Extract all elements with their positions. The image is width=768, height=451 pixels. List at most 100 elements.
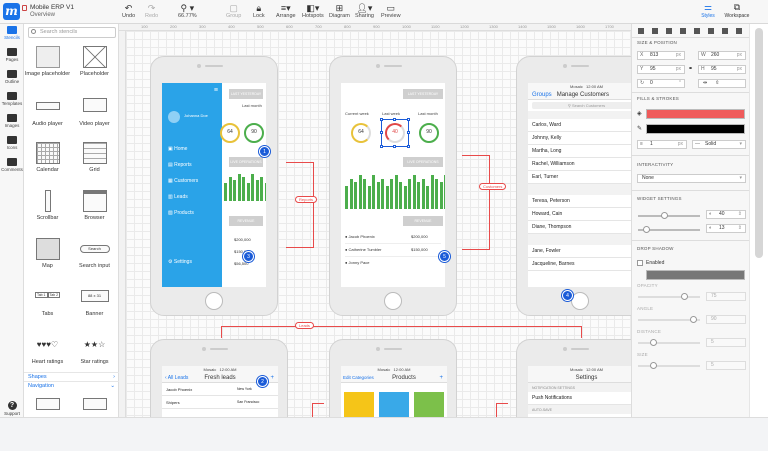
- align-right-icon[interactable]: [666, 28, 672, 34]
- widget-slider-2[interactable]: [638, 226, 700, 233]
- size-field[interactable]: 5: [706, 361, 746, 370]
- connector-settings[interactable]: [496, 403, 508, 417]
- styles-button[interactable]: ⚌Styles: [696, 2, 720, 22]
- align-left-icon[interactable]: [638, 28, 644, 34]
- hotspot-badge[interactable]: 2: [257, 376, 268, 387]
- angle-slider[interactable]: [638, 316, 700, 323]
- live-operations-button[interactable]: LIVE OPERATIONS: [229, 157, 263, 167]
- sharing-button[interactable]: 👤︎▾Sharing: [355, 3, 374, 19]
- document-info[interactable]: Mobile ERP V1 Overview: [22, 4, 74, 18]
- group-button[interactable]: ▢Group: [226, 3, 241, 19]
- screen-leads[interactable]: Mosaic 12:00 AM ‹ All Leads Fresh leads …: [162, 366, 278, 417]
- hamburger-icon[interactable]: ≡: [213, 87, 218, 94]
- connector-customers[interactable]: [462, 155, 490, 250]
- add-icon[interactable]: +: [270, 375, 274, 381]
- document-title[interactable]: Mobile ERP V1: [30, 4, 74, 11]
- selection-box[interactable]: [380, 118, 410, 148]
- connector-products[interactable]: [312, 403, 324, 417]
- list-item[interactable]: Martha, Long: [528, 145, 631, 158]
- list-item[interactable]: Jane, Fowler: [528, 245, 631, 258]
- list-item[interactable]: ● Catherine Tumbler$150,000: [345, 244, 441, 257]
- stencil-search-input[interactable]: Search stencils: [28, 27, 116, 38]
- tab-groups[interactable]: Groups: [532, 92, 552, 98]
- distance-slider[interactable]: [638, 339, 700, 346]
- screen-products[interactable]: Mosaic 12:00 AM Edit Categories Products…: [341, 366, 447, 417]
- workspace-button[interactable]: ⧉Workspace: [722, 2, 752, 22]
- document-subtitle[interactable]: Overview: [30, 12, 56, 18]
- section-navigation[interactable]: Navigation⌄: [24, 381, 119, 389]
- align-top-icon[interactable]: [680, 28, 686, 34]
- connector-leads[interactable]: [221, 326, 582, 338]
- fill-color-swatch[interactable]: [646, 109, 745, 119]
- back-button[interactable]: ‹ All Leads: [165, 375, 189, 381]
- rail-comments[interactable]: Comments: [0, 156, 24, 178]
- screen-customers[interactable]: Mosaic 12:00 AM Groups Manage Customers …: [528, 83, 631, 287]
- rail-icons[interactable]: Icons: [0, 134, 24, 156]
- stencil-browser[interactable]: Browser: [71, 186, 118, 234]
- menu-item-home[interactable]: ▣ Home: [168, 146, 188, 152]
- phone-menu[interactable]: ≡ Johanna Doe ▣ Home ▤ Reports ▦ Custome…: [150, 56, 278, 316]
- diagram-button[interactable]: ⊞Diagram: [329, 3, 350, 19]
- flip-controls[interactable]: ⇹⇳: [698, 79, 746, 88]
- section-shapes[interactable]: Shapes›: [24, 372, 119, 380]
- canvas[interactable]: ≡ Johanna Doe ▣ Home ▤ Reports ▦ Custome…: [126, 31, 631, 417]
- stencil-video-player[interactable]: Video player: [71, 90, 118, 138]
- rail-images[interactable]: Images: [0, 112, 24, 134]
- live-operations-button[interactable]: LIVE OPERATIONS: [403, 157, 443, 167]
- opacity-slider[interactable]: [638, 293, 700, 300]
- list-item[interactable]: ● Jacob Phoenix$200,000: [345, 231, 441, 244]
- interactivity-select[interactable]: None▾: [637, 174, 746, 183]
- last-yesterday-button[interactable]: LAST YESTERDAY: [229, 89, 263, 99]
- list-item[interactable]: Diane, Thompson: [528, 221, 631, 234]
- hotspot-badge[interactable]: 4: [562, 290, 573, 301]
- stroke-style-select[interactable]: —Solid▾: [692, 140, 746, 149]
- menu-item-products[interactable]: ▧ Products: [168, 210, 194, 216]
- stencil-calendar[interactable]: Calendar: [24, 138, 71, 186]
- rail-pages[interactable]: Pages: [0, 46, 24, 68]
- menu-item-leads[interactable]: ▥ Leads: [168, 194, 188, 200]
- revenue-button[interactable]: REVENUE: [229, 216, 263, 226]
- stencil-image-placeholder[interactable]: Image placeholder: [24, 42, 71, 90]
- list-item[interactable]: Rachel, Williamson: [528, 158, 631, 171]
- distribute-h-icon[interactable]: [722, 28, 728, 34]
- phone-customers[interactable]: Mosaic 12:00 AM Groups Manage Customers …: [516, 56, 631, 316]
- revenue-button[interactable]: REVENUE: [403, 216, 443, 226]
- hotspots-button[interactable]: ◧▾Hotspots: [302, 3, 324, 19]
- connector-label[interactable]: Leads: [295, 322, 314, 329]
- screen-menu[interactable]: ≡ Johanna Doe ▣ Home ▤ Reports ▦ Custome…: [162, 83, 266, 287]
- rotation-field[interactable]: ↻0°: [637, 79, 685, 88]
- zoom-button[interactable]: ⚲ ▾66.77%: [178, 3, 197, 19]
- screen-dashboard[interactable]: LAST YESTERDAY Current week Last week La…: [341, 83, 445, 287]
- list-item[interactable]: Howard, Cain: [528, 208, 631, 221]
- arrange-button[interactable]: ≡▾Arrange: [276, 3, 296, 19]
- hotspot-badge[interactable]: 1: [259, 146, 270, 157]
- hotspot-badge[interactable]: 5: [439, 251, 450, 262]
- screen-settings[interactable]: Mosaic 12:00 AM Settings NOTIFICATION SE…: [528, 366, 631, 417]
- opacity-field[interactable]: 75: [706, 292, 746, 301]
- rail-outline[interactable]: Outline: [0, 68, 24, 90]
- product-thumb[interactable]: [344, 392, 374, 417]
- align-center-icon[interactable]: [652, 28, 658, 34]
- gauge-last-week[interactable]: 40: [385, 123, 405, 143]
- stencil-heart-ratings[interactable]: ♥♥♥♡Heart ratings: [24, 330, 71, 378]
- slider-knob[interactable]: [650, 362, 657, 369]
- widget-slider-1[interactable]: [638, 212, 700, 219]
- menu-item-customers[interactable]: ▦ Customers: [168, 178, 199, 184]
- undo-button[interactable]: ↶Undo: [122, 3, 135, 19]
- distribute-v-icon[interactable]: [736, 28, 742, 34]
- product-thumb[interactable]: [414, 392, 444, 417]
- widget-value-2[interactable]: ◐13⇕: [706, 224, 746, 233]
- menu-item-reports[interactable]: ▤ Reports: [168, 162, 192, 168]
- connector-label[interactable]: Reports: [295, 196, 318, 203]
- properties-scrollbar[interactable]: [749, 24, 768, 417]
- edit-categories-button[interactable]: Edit Categories: [343, 375, 374, 380]
- add-icon[interactable]: +: [439, 375, 443, 381]
- widget-value-1[interactable]: ◐40⇕: [706, 210, 746, 219]
- stencil-placeholder[interactable]: Placeholder: [71, 42, 118, 90]
- phone-dashboard[interactable]: LAST YESTERDAY Current week Last week La…: [329, 56, 457, 316]
- home-button[interactable]: [384, 292, 402, 310]
- link-proportions-icon[interactable]: ⚭: [688, 66, 694, 72]
